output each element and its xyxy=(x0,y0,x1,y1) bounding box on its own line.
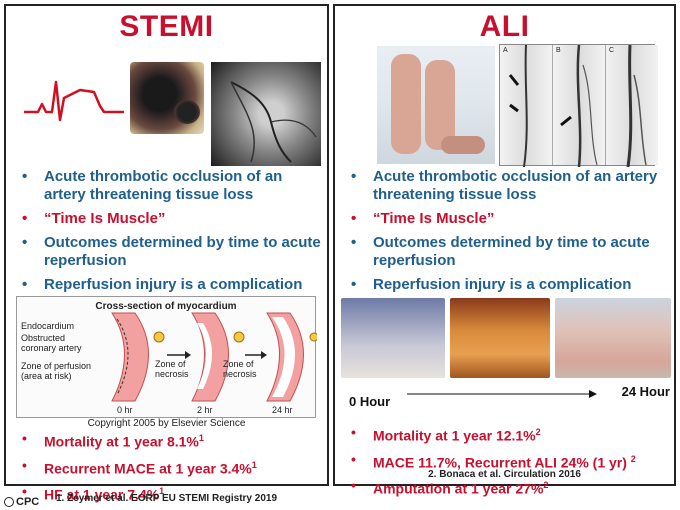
label-0hr: 0 hr xyxy=(117,405,133,415)
stemi-title: STEMI xyxy=(119,10,214,43)
ali-outcome-2: MACE 11.7%, Recurrent ALI 24% (1 yr) 2 xyxy=(347,451,670,472)
stemi-reference: 1. Zeymer et al. EORP EU STEMI Registry … xyxy=(55,493,278,504)
timeline-end-label: 24 Hour xyxy=(621,384,670,399)
photo-0-hour xyxy=(341,298,445,378)
timeline-start-label: 0 Hour xyxy=(349,394,391,409)
ali-outcomes: Mortality at 1 year 12.1%2 MACE 11.7%, R… xyxy=(347,424,670,504)
stemi-bullet-3: Outcomes determined by time to acute rep… xyxy=(18,234,321,270)
label-endocardium: Endocardium xyxy=(21,321,75,331)
ali-bullet-3: Outcomes determined by time to acute rep… xyxy=(347,234,668,270)
ali-panel: ALI A B C Acute thrombotic occlusion of … xyxy=(333,4,676,497)
timeline-arrow-icon xyxy=(407,390,597,398)
label-obstructed-artery: Obstructed coronary artery xyxy=(21,333,82,353)
cpc-logo: CPC xyxy=(4,496,39,508)
stemi-bullets: Acute thrombotic occlusion of an artery … xyxy=(18,168,321,300)
elsevier-copyright: Copyright 2005 by Elsevier Science xyxy=(87,418,246,429)
ali-outcome-3: Amputation at 1 year 27%2 xyxy=(347,477,670,498)
ali-bullet-2: “Time Is Muscle” xyxy=(347,210,668,228)
stemi-outcomes: Mortality at 1 year 8.1%1 Recurrent MACE… xyxy=(18,430,323,510)
stemi-outcome-1: Mortality at 1 year 8.1%1 xyxy=(18,430,323,451)
ali-title: ALI xyxy=(479,10,530,43)
ischemic-legs-photo xyxy=(377,46,495,164)
myocardium-diagram: Cross-section of myocardium Endocardium … xyxy=(16,296,317,418)
stemi-bullet-1: Acute thrombotic occlusion of an artery … xyxy=(18,168,321,204)
ali-reference: 2. Bonaca et al. Circulation 2016 xyxy=(428,469,581,480)
stemi-panel: STEMI Acute thrombotic occlusion of an a… xyxy=(4,4,329,503)
ali-progression-photos xyxy=(341,298,671,378)
ecg-trace-icon xyxy=(24,80,124,122)
stemi-outcome-2: Recurrent MACE at 1 year 3.4%1 xyxy=(18,457,323,478)
label-zone-necrosis-2: Zone of necrosis xyxy=(223,359,257,379)
stemi-bullet-2: “Time Is Muscle” xyxy=(18,210,321,228)
ali-bullet-1: Acute thrombotic occlusion of an artery … xyxy=(347,168,668,204)
peripheral-angiogram: A B C xyxy=(499,44,658,168)
label-24hr: 24 hr xyxy=(272,405,293,415)
angio-panel-b: B xyxy=(553,44,606,168)
photo-24-hour xyxy=(555,298,671,378)
angio-panel-c: C xyxy=(606,44,658,168)
thrombus-photo xyxy=(130,62,204,134)
myocardium-diagram-title: Cross-section of myocardium xyxy=(95,301,237,312)
photo-intermediate xyxy=(450,298,550,378)
label-zone-perfusion: Zone of perfusion (area at risk) xyxy=(21,361,92,381)
label-zone-necrosis-1: Zone of necrosis xyxy=(155,359,189,379)
ali-outcome-1: Mortality at 1 year 12.1%2 xyxy=(347,424,670,445)
cpc-ring-icon xyxy=(4,497,14,507)
ali-bullets: Acute thrombotic occlusion of an artery … xyxy=(347,168,668,300)
stemi-bullet-4: Reperfusion injury is a complication xyxy=(18,276,321,294)
angio-panel-a: A xyxy=(500,44,553,168)
label-2hr: 2 hr xyxy=(197,405,213,415)
ali-bullet-4: Reperfusion injury is a complication xyxy=(347,276,668,294)
stemi-outcome-3: HF at 1 year 7.4%1 xyxy=(18,483,323,504)
coronary-angiogram xyxy=(211,62,321,166)
